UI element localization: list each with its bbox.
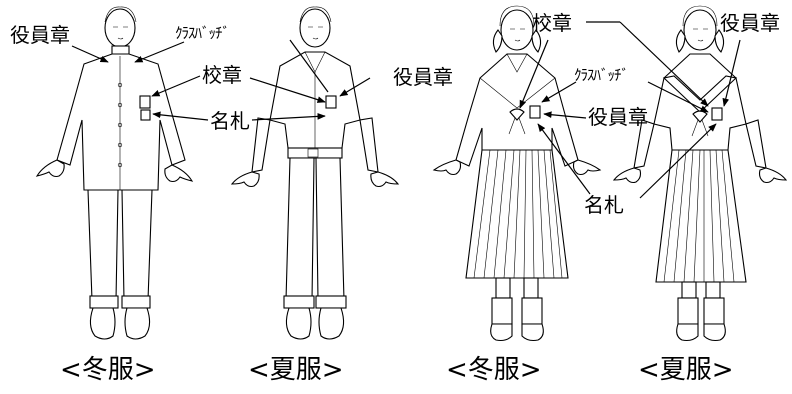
leader-officer-badge-girl-summer — [722, 39, 741, 107]
caption-boys-summer: <夏服> — [248, 355, 344, 385]
leader-school-badge-girl-winter — [519, 39, 549, 109]
leader-class-badge-boy-winter — [134, 41, 185, 63]
leader-boy-summer-right — [339, 77, 371, 97]
leader-name-tag-boy-winter — [152, 111, 209, 121]
leader-school-badge-girl-summer-b — [619, 21, 709, 107]
label-officer-badge-girl-winter-right: 役員章 — [588, 105, 648, 129]
leader-name-tag-girl-winter — [537, 123, 591, 195]
label-class-badge-boy-winter: ｸﾗｽﾊﾞｯﾁﾞ — [175, 24, 229, 42]
caption-girls-winter: <冬服> — [446, 355, 542, 385]
label-officer-badge-girl-winter-left: 役員章 — [393, 65, 453, 89]
girl-summer-figure — [612, 5, 788, 342]
caption-boys-winter: <冬服> — [60, 355, 156, 385]
leader-class-badge-boy-summer — [289, 39, 329, 93]
leader-class-badge-girl-summer — [647, 81, 709, 113]
label-school-badge-boys: 校章 — [202, 63, 242, 87]
leader-name-tag-girl-summer — [639, 123, 717, 199]
label-name-tag-boys: 名札 — [210, 109, 250, 133]
label-officer-badge-girl-summer: 役員章 — [720, 11, 780, 35]
leader-name-tag-boy-summer — [251, 113, 326, 121]
label-officer-badge-boy-winter: 役員章 — [10, 23, 70, 47]
boy-summer-figure — [230, 6, 400, 340]
label-school-badge-girls: 校章 — [532, 11, 572, 35]
girl-winter-figure — [432, 5, 602, 342]
leader-officer-badge-girl-winter — [543, 111, 587, 119]
caption-girls-summer: <夏服> — [638, 355, 734, 385]
boy-winter-figure — [35, 6, 194, 340]
label-class-badge-girls: ｸﾗｽﾊﾞｯﾁﾞ — [574, 66, 628, 84]
leader-school-badge-boy-summer — [249, 77, 326, 103]
leader-school-badge-boy-winter — [151, 75, 201, 97]
leader-class-badge-girl-winter — [541, 81, 577, 103]
label-name-tag-girls: 名札 — [584, 193, 624, 217]
leader-officer-badge-boy-winter — [71, 45, 109, 63]
